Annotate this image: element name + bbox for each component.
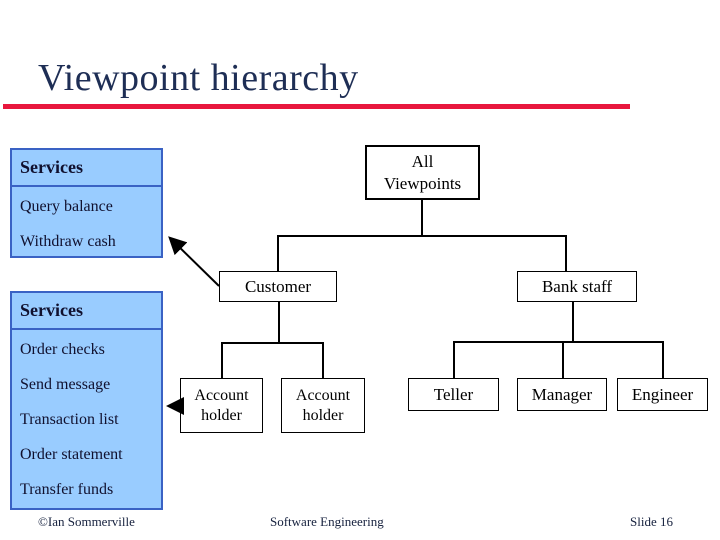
- node-account-holder-2: Account holder: [281, 378, 365, 433]
- connector-bankstaff-children: [453, 341, 663, 343]
- service-item: Transfer funds: [20, 481, 114, 498]
- footer-course-title: Software Engineering: [270, 514, 384, 529]
- footer-slide-number: Slide 16: [630, 514, 673, 529]
- node-all-viewpoints: All Viewpoints: [365, 145, 480, 200]
- node-engineer: Engineer: [617, 378, 708, 411]
- service-item: Withdraw cash: [20, 233, 116, 250]
- page-title: Viewpoint hierarchy: [38, 57, 359, 99]
- service-item: Query balance: [20, 198, 113, 215]
- footer-author: ©Ian Sommerville: [38, 514, 135, 529]
- connector-drop-customer: [277, 235, 279, 271]
- connector-drop-bankstaff: [565, 235, 567, 271]
- services-box-1-header: Services: [20, 157, 83, 177]
- connector-drop-ah2: [322, 342, 324, 378]
- node-all-viewpoints-line2: Viewpoints: [383, 173, 462, 193]
- services-box-2: Services Order checks Send message Trans…: [10, 291, 163, 510]
- node-customer: Customer: [219, 271, 337, 302]
- node-bank-staff: Bank staff: [517, 271, 637, 302]
- service-item: Order checks: [20, 341, 105, 358]
- node-manager: Manager: [517, 378, 607, 411]
- node-all-viewpoints-line1: All: [411, 152, 434, 172]
- node-teller: Teller: [408, 378, 499, 411]
- node-account-holder-1: Account holder: [180, 378, 263, 433]
- services-box-1-divider: [12, 185, 161, 187]
- connector-customer-children: [221, 342, 323, 344]
- connector-drop-teller: [453, 341, 455, 378]
- services-box-2-header: Services: [20, 300, 83, 320]
- connector-drop-manager: [562, 341, 564, 378]
- connector-drop-ah1: [221, 342, 223, 378]
- arrow-customer-to-services1: [168, 236, 220, 287]
- connector-customer-stem: [278, 302, 280, 342]
- services-box-1: Services Query balance Withdraw cash: [10, 148, 163, 258]
- service-item: Send message: [20, 376, 111, 393]
- connector-bankstaff-stem: [572, 302, 574, 341]
- connector-root-stem: [421, 200, 423, 235]
- service-item: Transaction list: [20, 411, 119, 428]
- connector-level1: [277, 235, 566, 237]
- service-item: Order statement: [20, 446, 123, 463]
- connector-drop-engineer: [662, 341, 664, 378]
- title-underline: [3, 104, 630, 109]
- services-box-2-divider: [12, 328, 161, 330]
